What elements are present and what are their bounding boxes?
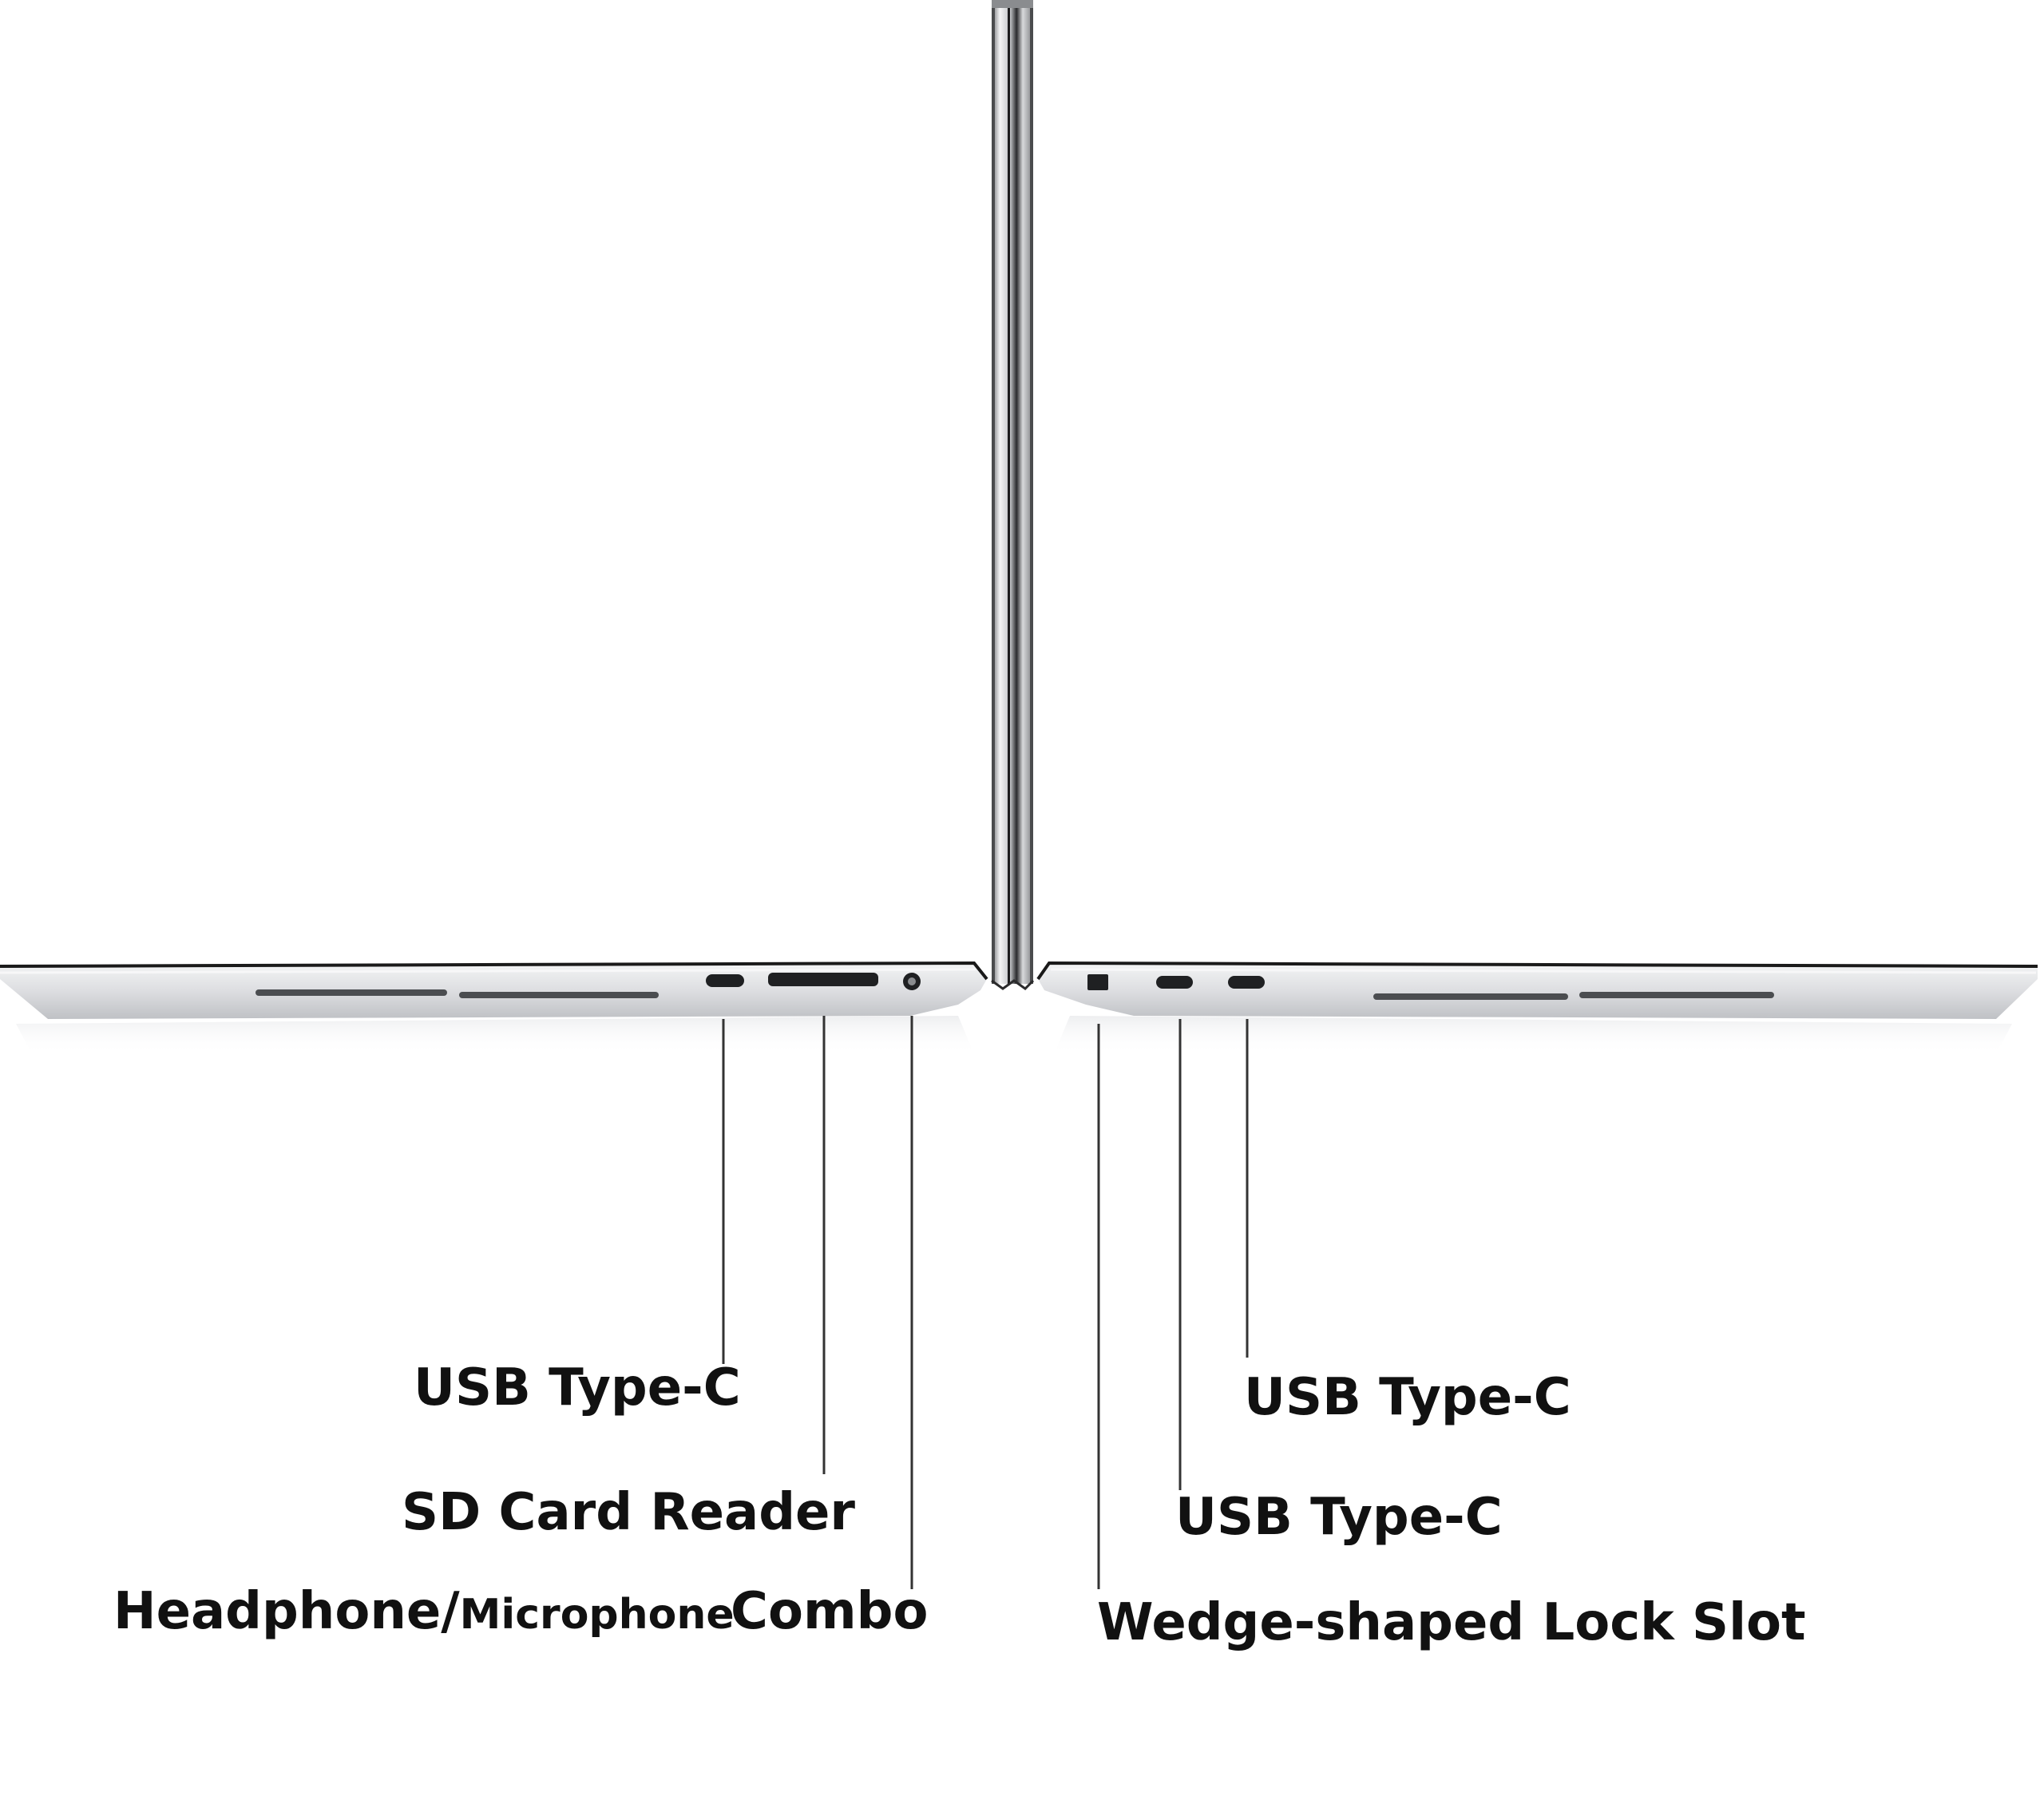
label-usb-c-right-middle: USB Type-C xyxy=(1175,1488,1503,1547)
label-usb-c-left: USB Type-C xyxy=(414,1358,741,1417)
label-usb-c-right-top: USB Type-C xyxy=(1244,1368,1571,1427)
right-vent-1 xyxy=(1373,993,1568,1000)
leader-lines xyxy=(722,1016,1249,1589)
label-combo: Combo xyxy=(731,1582,929,1641)
left-vent-1 xyxy=(256,989,447,996)
sd-card-slot-icon xyxy=(768,973,878,986)
left-vent-2 xyxy=(459,992,659,998)
right-vent-2 xyxy=(1579,992,1774,998)
label-wedge-lock-slot: Wedge-shaped Lock Slot xyxy=(1097,1593,1806,1652)
label-headphone-microphone: Headphone/Microphone xyxy=(113,1586,735,1637)
laptop-lid xyxy=(991,0,1035,990)
label-headphone: Headphone/ xyxy=(113,1582,460,1641)
usb-c-port-icon xyxy=(1156,976,1193,989)
usb-c-port-icon xyxy=(1228,976,1265,989)
left-laptop-base xyxy=(0,961,988,1054)
label-microphone: Microphone xyxy=(459,1591,735,1639)
lock-slot-icon xyxy=(1087,974,1108,990)
label-sd-card-reader: SD Card Reader xyxy=(402,1483,855,1542)
usb-c-port-icon xyxy=(706,974,744,987)
right-laptop-base xyxy=(1036,961,2038,1054)
